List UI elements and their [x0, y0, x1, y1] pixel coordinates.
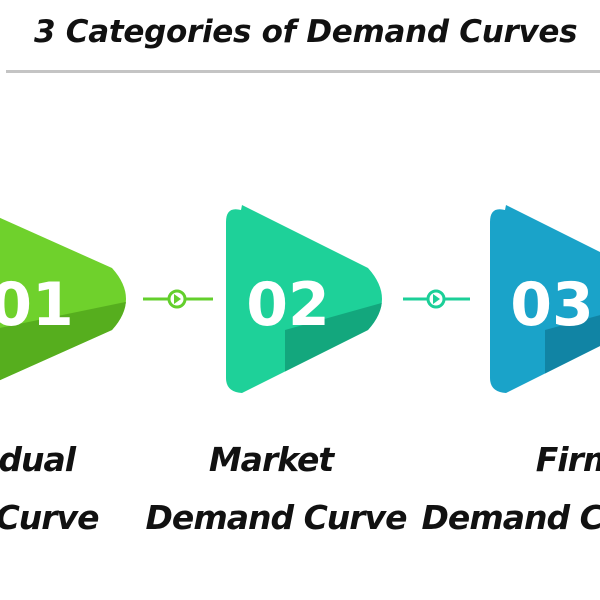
connector-2 — [403, 289, 470, 309]
title-divider — [6, 70, 600, 73]
step-02-marker: 02 — [226, 205, 382, 393]
step-03-label-line2: Demand Curve — [421, 498, 600, 537]
step-01-number: 01 — [0, 270, 74, 340]
step-03-marker: 03 — [490, 205, 600, 393]
step-01-marker: 01 — [0, 217, 126, 398]
step-01-label-line2: Demand Curve — [0, 498, 99, 537]
step-03-label-line1: Firm — [535, 440, 600, 479]
step-02-triangle — [226, 205, 382, 393]
step-01-label-line1: Individual — [0, 440, 76, 479]
connector-1 — [143, 289, 213, 309]
page-title: 3 Categories of Demand Curves — [34, 14, 578, 50]
step-02-label-line1: Market — [208, 440, 334, 479]
step-02-label-line2: Demand Curve — [145, 498, 408, 537]
play-circle-icon — [426, 289, 446, 309]
play-circle-icon — [167, 289, 187, 309]
step-03-number: 03 — [510, 270, 594, 340]
step-02-number: 02 — [246, 270, 330, 340]
